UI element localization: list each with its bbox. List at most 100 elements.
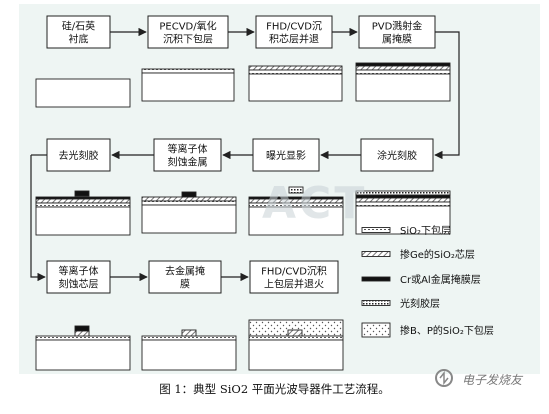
core-ridge xyxy=(287,329,303,337)
step-label-line: 衬底 xyxy=(69,33,89,46)
layer-core xyxy=(248,65,343,71)
legend-swatch xyxy=(361,300,391,306)
layer-sub xyxy=(248,73,343,102)
legend-swatch xyxy=(361,322,391,338)
step-label-line: 等离子体 xyxy=(59,265,99,278)
step-label-line: 硅/石英 xyxy=(62,20,95,33)
legend-swatch xyxy=(361,227,391,233)
step-label-line: 积芯层并退 xyxy=(269,33,319,46)
layer-resist xyxy=(355,190,451,196)
wafer-core-layer xyxy=(248,65,343,102)
step-label-line: 刻蚀芯层 xyxy=(59,278,99,291)
legend-item-ge-core: 掺Ge的SiO₂芯层 xyxy=(361,248,475,261)
wafer-resist-removed xyxy=(35,196,131,236)
core-ridge xyxy=(74,330,90,337)
wafer-mask-removed xyxy=(141,335,237,371)
layer-sub xyxy=(35,339,131,371)
layer-lower xyxy=(141,200,237,206)
layer-lower xyxy=(355,201,451,207)
wafer-substrate xyxy=(35,78,131,108)
step-box-frame xyxy=(46,15,111,49)
layer-lower xyxy=(355,69,451,75)
step-label-line: 曝光显影 xyxy=(266,149,306,162)
step-box-frame xyxy=(46,138,111,172)
layer-lower xyxy=(141,68,235,74)
layer-sub xyxy=(248,339,344,371)
step-label-line: 去金属掩 xyxy=(165,265,205,278)
layer-core xyxy=(355,197,451,203)
layer-core xyxy=(141,196,237,202)
step-box-6: 曝光显影 xyxy=(252,138,320,172)
site-logo-text: 电子发烧友 xyxy=(462,373,523,387)
flow-arrow xyxy=(30,155,46,282)
layer-sub xyxy=(355,205,451,235)
layer-core xyxy=(35,198,131,204)
watermark-text: ACT xyxy=(262,178,368,229)
legend-item-lower-cladding: SiO₂下包层 xyxy=(361,224,451,237)
step-box-frame xyxy=(46,260,111,294)
layer-sub xyxy=(35,78,131,108)
layer-lower xyxy=(248,335,344,341)
step-label-line: 刻蚀金属 xyxy=(168,156,208,169)
step-label-line: FHD/CVD沉 xyxy=(266,20,322,33)
legend-label: 光刻胶层 xyxy=(400,297,440,310)
step-box-frame xyxy=(148,260,222,294)
step-label-line: 等离子体 xyxy=(168,143,208,156)
step-label-line: PECVD/氧化 xyxy=(159,20,216,33)
flow-arrow xyxy=(434,31,460,160)
layer-lower xyxy=(35,202,131,208)
step-box-frame xyxy=(360,138,434,172)
wafer-resist-coated xyxy=(355,190,451,235)
step-box-8: 去光刻胶 xyxy=(46,138,111,172)
step-label-line: 沉积下包层 xyxy=(163,33,213,46)
wafer-metal-mask xyxy=(355,62,451,102)
legend-label: Cr或Al金属掩膜层 xyxy=(400,273,481,286)
step-label-line: 膜 xyxy=(180,279,190,291)
legend-item-metal-mask: Cr或Al金属掩膜层 xyxy=(361,273,481,286)
wafer-metal-etched xyxy=(141,196,237,234)
wafer-lower-cladding xyxy=(141,68,235,102)
step-label-line: 去光刻胶 xyxy=(59,149,99,162)
step-box-5: 涂光刻胶 xyxy=(360,138,434,172)
layer-lower xyxy=(141,335,237,341)
legend-label: 掺Ge的SiO₂芯层 xyxy=(400,248,475,261)
figure-caption: 图 1：典型 SiO2 平面光波导器件工艺流程。 xyxy=(159,382,390,396)
layer-sub xyxy=(141,72,235,102)
legend-label: SiO₂下包层 xyxy=(400,224,451,237)
legend-item-photoresist: 光刻胶层 xyxy=(361,297,440,310)
layer-sub xyxy=(141,204,237,234)
wafer-developed xyxy=(248,196,344,236)
layer-lower xyxy=(248,69,343,75)
layer-core xyxy=(355,65,451,71)
step-box-frame xyxy=(153,138,222,172)
metal-ridge xyxy=(74,190,90,197)
wafer-upper-cladding xyxy=(248,319,344,371)
layer-sub xyxy=(141,339,237,371)
resist-ridge xyxy=(288,186,304,194)
layer-sub xyxy=(248,206,344,236)
step-label-line: 上包层并退火 xyxy=(264,278,324,291)
step-box-frame xyxy=(147,15,229,49)
core-ridge xyxy=(181,329,197,337)
legend-item-bp-upper-cladding: 掺B、P的SiO₂下包层 xyxy=(361,322,494,338)
metal-ridge xyxy=(181,191,197,198)
legend-swatch xyxy=(361,251,391,257)
step-label-line: FHD/CVD沉积 xyxy=(261,265,327,278)
step-label-line: 涂光刻胶 xyxy=(377,149,417,162)
wafer-core-etched xyxy=(35,335,131,371)
layer-sub xyxy=(35,206,131,236)
layer-sub xyxy=(355,73,451,102)
step-box-frame xyxy=(255,15,333,49)
legend-swatch xyxy=(361,276,391,282)
layer-lower xyxy=(35,335,131,341)
legend-label: 掺B、P的SiO₂下包层 xyxy=(400,324,494,337)
